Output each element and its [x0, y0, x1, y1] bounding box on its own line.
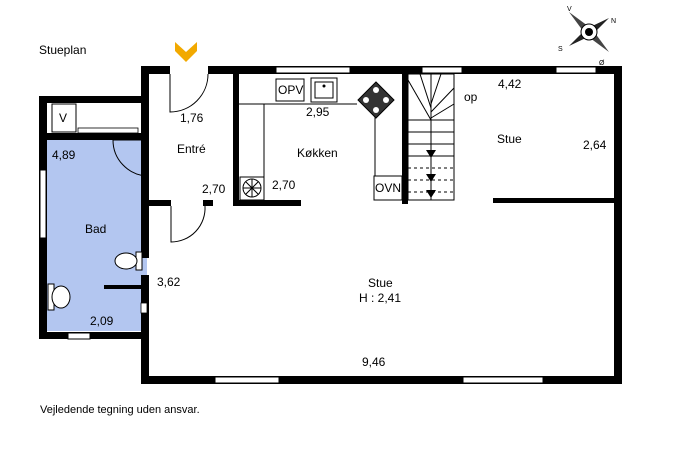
v-box — [51, 103, 77, 133]
entrance-arrow-icon — [175, 42, 197, 62]
dim-left: 3,62 — [157, 275, 181, 289]
compass-s: S — [558, 46, 563, 53]
op-label: op — [464, 90, 478, 104]
entre-dim: 1,76 — [180, 111, 204, 125]
bad-dim-bottom: 2,09 — [90, 314, 114, 328]
kitchen-sink-icon — [310, 77, 338, 103]
entre-door — [170, 205, 206, 243]
stair-arrows — [426, 150, 436, 198]
kitchen-dim: 2,95 — [306, 105, 330, 119]
disclaimer: Vejledende tegning uden ansvar. — [40, 404, 200, 416]
v-label: V — [59, 111, 68, 125]
entre-width: 2,70 — [202, 182, 226, 196]
plan-title: Stueplan — [39, 43, 87, 57]
bath-shelf — [77, 127, 139, 134]
stue-main-width: 9,46 — [362, 355, 386, 369]
bath-door — [112, 139, 148, 177]
toilet-icon — [114, 251, 143, 271]
compass-o: Ø — [599, 60, 605, 67]
stove-icon — [357, 81, 395, 119]
bad-dim-top: 4,89 — [52, 148, 76, 162]
stue-main-label: Stue — [368, 276, 393, 290]
sink-icon — [47, 283, 71, 311]
tap-icon — [140, 302, 148, 314]
stue-top-dim: 4,42 — [498, 77, 522, 91]
windows — [39, 66, 597, 384]
kitchen-width: 2,70 — [272, 178, 296, 192]
fireplace-icon — [239, 176, 265, 201]
stue-main-height: H : 2,41 — [359, 291, 402, 305]
ovn-label: OVN — [375, 181, 402, 195]
compass-v: V — [567, 6, 572, 13]
stue-top-height: 2,64 — [583, 138, 607, 152]
entre-label: Entré — [177, 142, 206, 156]
stue-top-label: Stue — [497, 132, 522, 146]
oven-box — [373, 175, 403, 201]
entrance-opening — [170, 65, 208, 75]
compass-icon — [569, 12, 609, 52]
kitchen-label: Køkken — [297, 146, 338, 160]
opv-label: OPV — [278, 83, 304, 97]
entrance-door — [169, 73, 209, 113]
compass-n: N — [611, 18, 617, 25]
bad-label: Bad — [85, 222, 107, 236]
kitchen-counter — [239, 78, 376, 200]
